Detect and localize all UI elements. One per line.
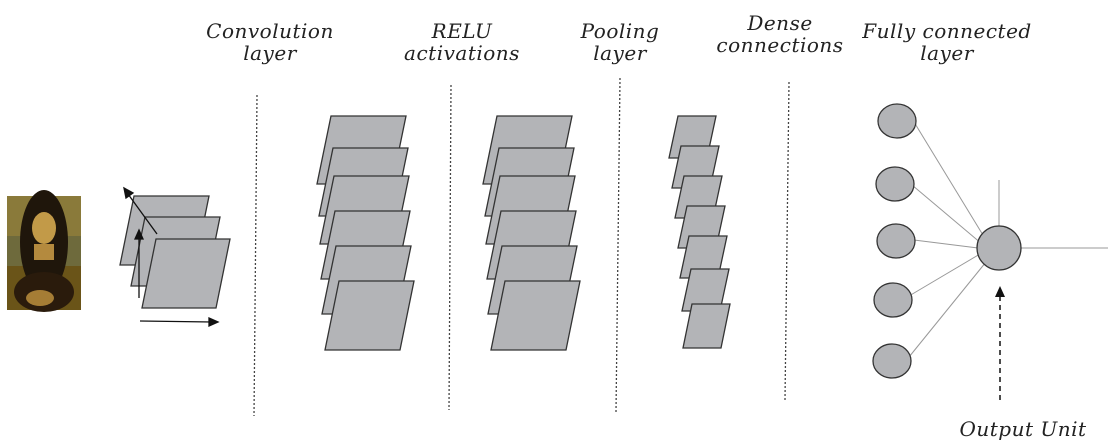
relu-label-line1: RELU xyxy=(431,19,493,43)
input-node xyxy=(875,166,915,202)
relu-feature-maps xyxy=(316,115,415,351)
feature-map xyxy=(141,238,231,309)
dense-label-line1: Dense xyxy=(747,11,813,35)
fully-connected-label-line2: layer xyxy=(920,41,974,65)
fully-connected-label-line1: Fully connected xyxy=(862,19,1032,43)
input-node xyxy=(877,103,917,139)
convolution-layer-label: Convolution layer xyxy=(200,20,340,64)
fully-connected-nodes xyxy=(872,103,1022,379)
convolution-label-line2: layer xyxy=(243,41,297,65)
convolution-label-line1: Convolution xyxy=(206,19,334,43)
layer-separators xyxy=(253,77,790,417)
convolution-feature-maps xyxy=(119,195,231,309)
pooling-label-line2: layer xyxy=(593,41,647,65)
output-unit-text: Output Unit xyxy=(959,417,1087,441)
input-image xyxy=(7,190,81,312)
pooling-layer-label: Pooling layer xyxy=(570,20,670,64)
input-node xyxy=(876,223,916,259)
pooling-label-line1: Pooling xyxy=(580,19,660,43)
dense-label-line2: connections xyxy=(716,33,844,57)
convolution-stride-arrows xyxy=(123,186,220,328)
output-node xyxy=(976,225,1022,271)
relu-label-line2: activations xyxy=(404,41,520,65)
input-node xyxy=(873,282,913,318)
fully-connected-layer-label: Fully connected layer xyxy=(854,20,1040,64)
pooling-feature-maps xyxy=(668,115,731,349)
pooled-map xyxy=(682,303,731,349)
input-node xyxy=(872,343,912,379)
output-unit-label: Output Unit xyxy=(948,418,1098,440)
feature-map xyxy=(490,280,581,351)
dense-connections-label: Dense connections xyxy=(714,12,846,56)
relu-activations-label: RELU activations xyxy=(392,20,532,64)
fully-connected-connections xyxy=(908,121,1108,358)
feature-map xyxy=(324,280,415,351)
output-arrow xyxy=(995,286,1005,400)
relu-feature-maps-2 xyxy=(482,115,581,351)
